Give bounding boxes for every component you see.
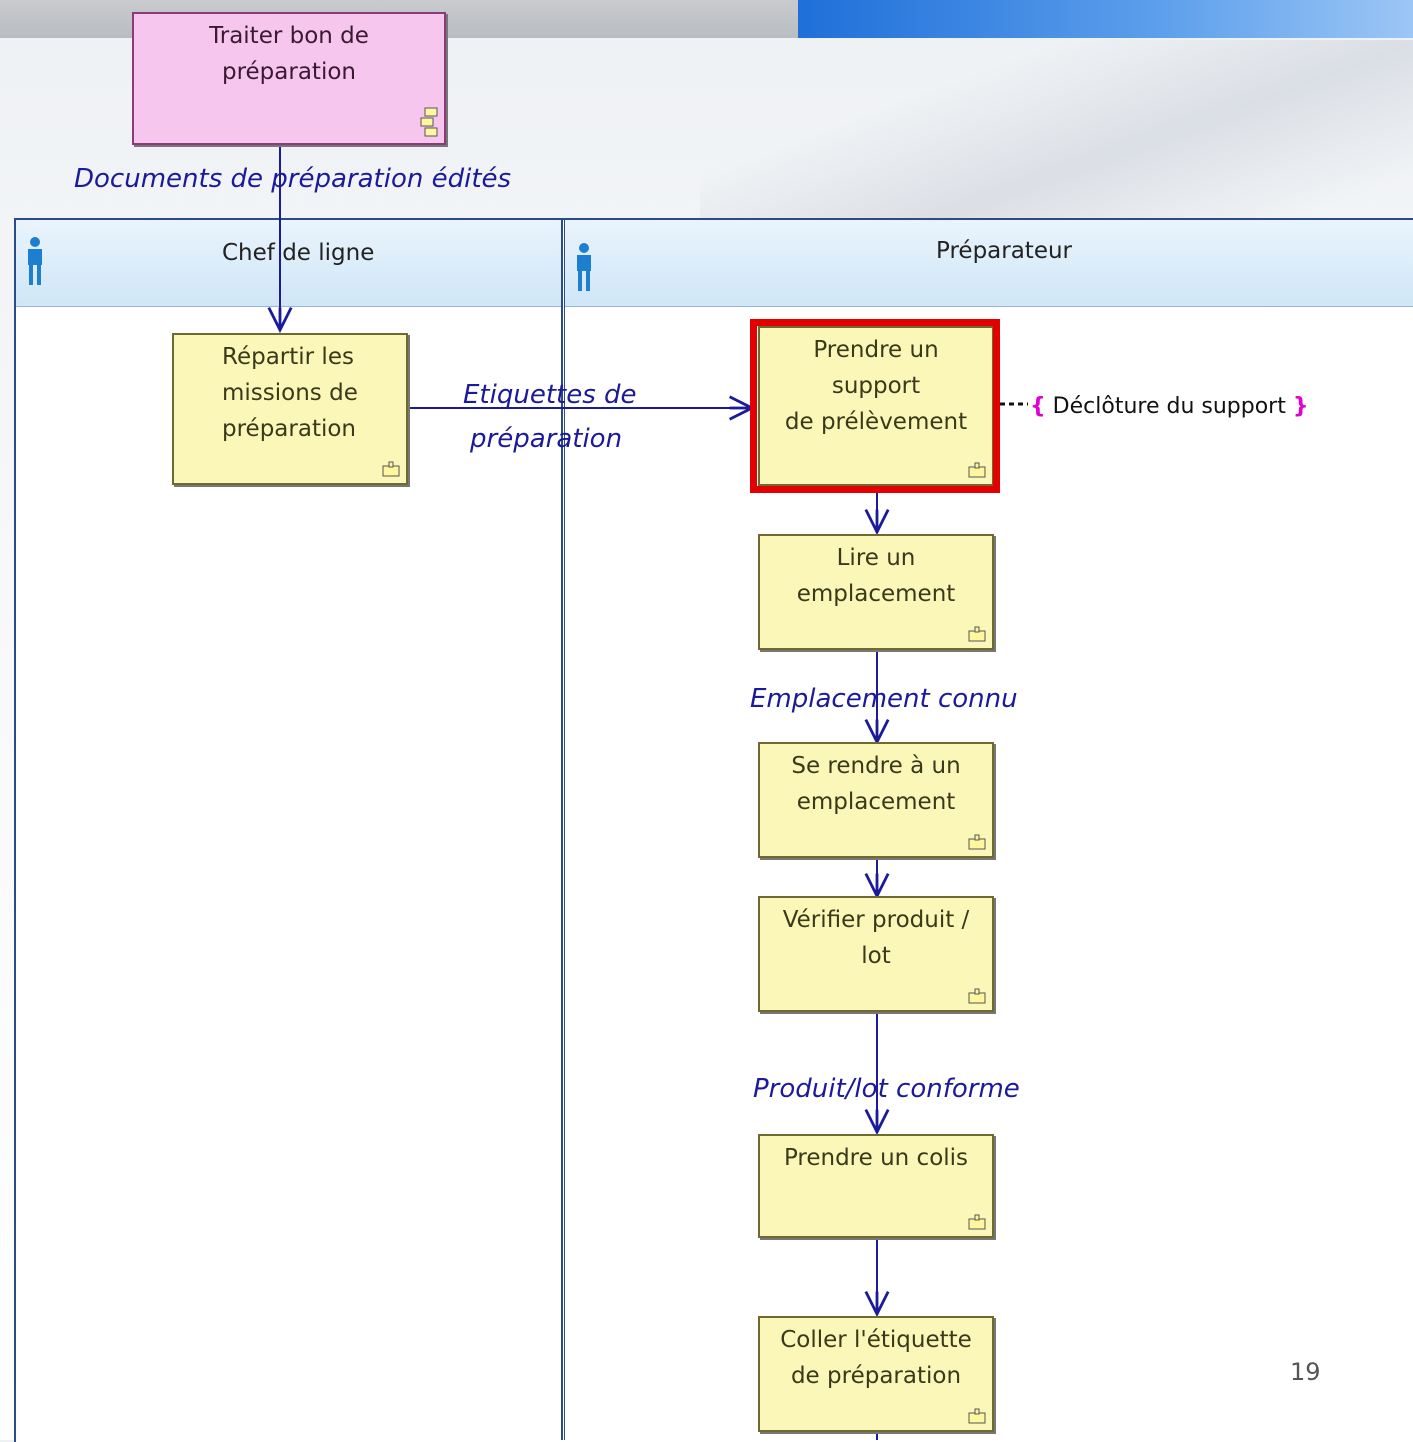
activity-icon: [968, 462, 986, 478]
activity-icon: [968, 1408, 986, 1424]
node-label: Lire un emplacement: [796, 545, 956, 607]
brace-close-icon: }: [1292, 394, 1309, 419]
constraint-text: Déclôture du support: [1052, 394, 1286, 419]
node-prendre-colis[interactable]: Prendre un colis: [758, 1134, 994, 1238]
activity-icon: [968, 988, 986, 1004]
node-verifier[interactable]: Vérifier produit / lot: [758, 896, 994, 1012]
node-label: Prendre un support de prélèvement: [784, 337, 968, 435]
lane-divider: [561, 220, 563, 1440]
activity-icon: [382, 461, 400, 477]
activity-icon: [968, 626, 986, 642]
top-banner-blue: [798, 0, 1413, 38]
lane-divider-inner: [564, 220, 565, 1440]
subprocess-icon: [420, 107, 438, 137]
lane-header-chef: [16, 220, 563, 307]
flow-label-etiquettes-2: préparation: [470, 424, 623, 454]
constraint-note: { Déclôture du support }: [1030, 394, 1309, 419]
node-label: Coller l'étiquette de préparation: [780, 1327, 972, 1389]
node-label: Traiter bon de préparation: [209, 23, 369, 85]
node-lire-emplacement[interactable]: Lire un emplacement: [758, 534, 994, 650]
brace-open-icon: {: [1030, 394, 1046, 419]
highlight-box: [750, 319, 1000, 493]
lane-title-preparateur: Préparateur: [936, 238, 1073, 264]
page-number: 19: [1290, 1358, 1321, 1386]
flow-label-emplacement: Emplacement connu: [750, 684, 1018, 714]
flow-label-documents: Documents de préparation édités: [74, 164, 512, 194]
flow-label-produit: Produit/lot conforme: [753, 1074, 1020, 1104]
node-prendre-support[interactable]: Prendre un support de prélèvement: [758, 326, 994, 486]
node-label: Répartir les missions de préparation: [222, 344, 358, 442]
node-label: Se rendre à un emplacement: [791, 753, 961, 815]
lane-header-preparateur: [565, 220, 1413, 307]
node-label: Vérifier produit / lot: [782, 907, 970, 969]
lane-title-chef: Chef de ligne: [222, 240, 375, 266]
activity-icon: [968, 1214, 986, 1230]
actor-icon: [28, 237, 42, 285]
flow-label-etiquettes-1: Etiquettes de: [463, 380, 637, 410]
actor-icon: [577, 243, 591, 291]
node-repartir[interactable]: Répartir les missions de préparation: [172, 333, 408, 485]
node-traiter-bon[interactable]: Traiter bon de préparation: [132, 12, 446, 145]
node-coller-etiquette[interactable]: Coller l'étiquette de préparation: [758, 1316, 994, 1432]
node-label: Prendre un colis: [783, 1145, 969, 1171]
activity-icon: [968, 834, 986, 850]
node-se-rendre[interactable]: Se rendre à un emplacement: [758, 742, 994, 858]
background-sweep: [700, 40, 1413, 220]
